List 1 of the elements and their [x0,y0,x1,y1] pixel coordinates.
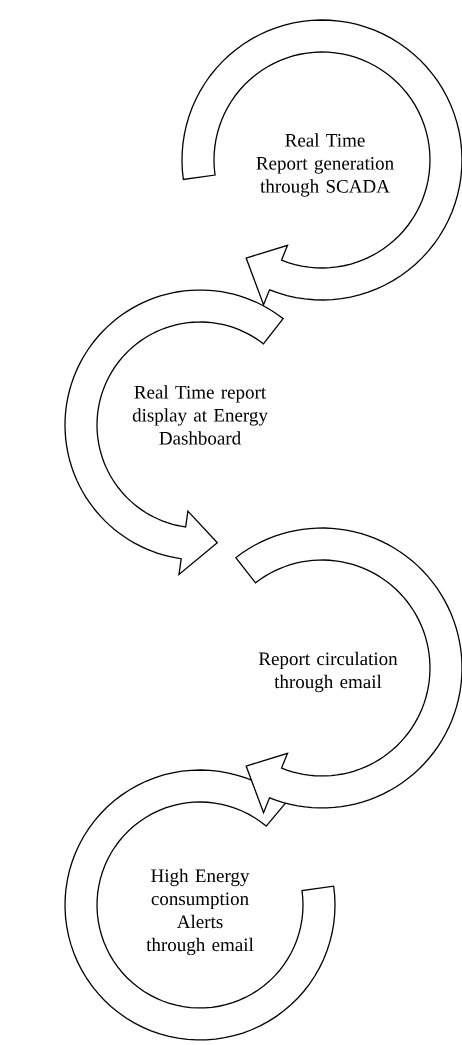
node-label: Report circulation through email [258,651,398,693]
